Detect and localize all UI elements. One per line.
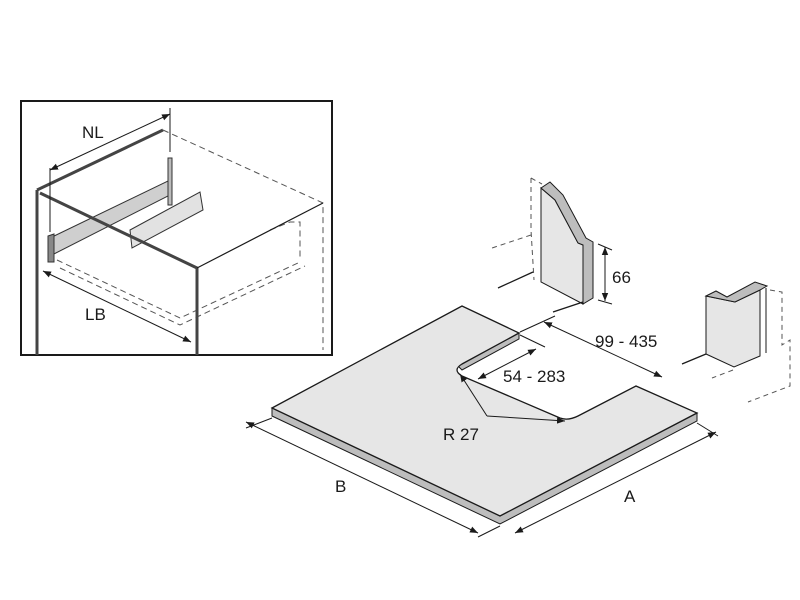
dimension-label-nl: NL (82, 123, 104, 142)
dimension-label-b: B (335, 477, 347, 496)
dimension-label-spacing: 99 - 435 (595, 332, 658, 351)
left-upright-panel (491, 177, 613, 313)
dimension-lines (245, 315, 719, 538)
inset-cabinet-view (20, 100, 333, 356)
dimension-label-height: 66 (612, 268, 631, 287)
dimension-label-a: A (624, 487, 636, 506)
dimension-label-notch: 54 - 283 (503, 367, 566, 386)
right-upright-panel (681, 281, 791, 403)
dimension-label-radius: R 27 (443, 425, 479, 444)
dimension-label-lb: LB (85, 305, 106, 324)
